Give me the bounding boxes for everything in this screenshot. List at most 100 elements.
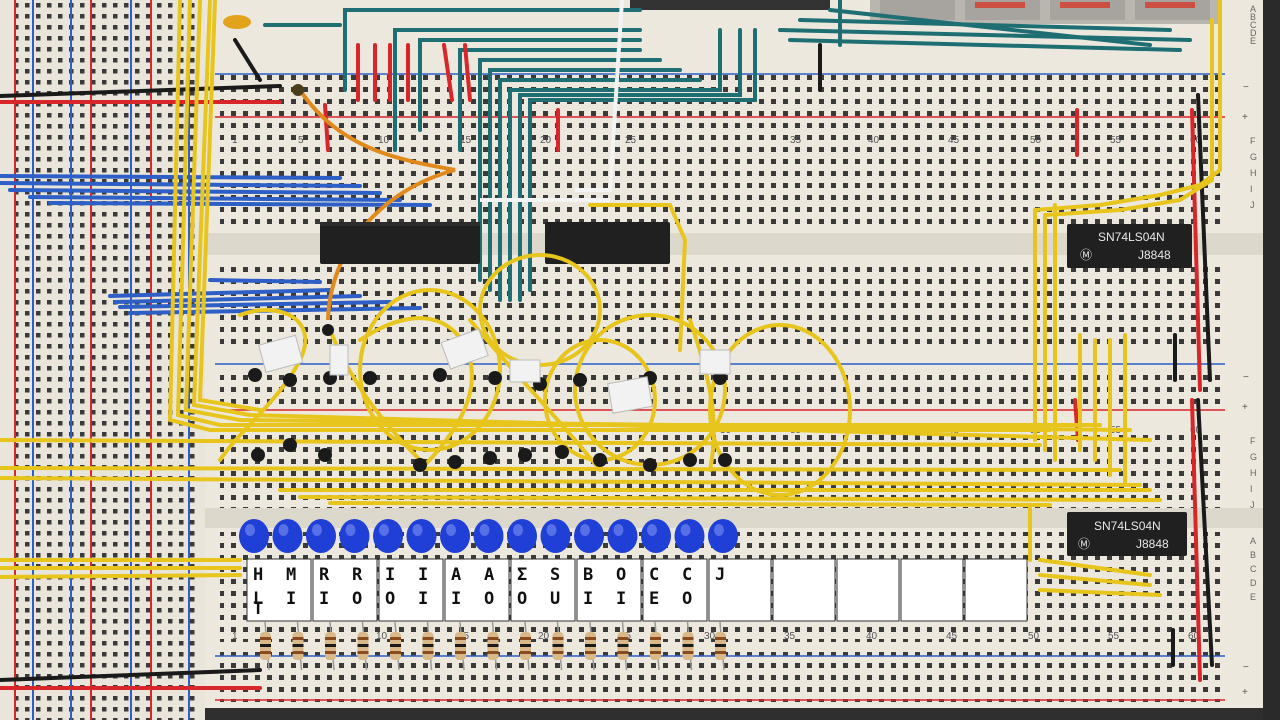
blue-led [440, 519, 470, 553]
card-label-top: J [715, 565, 725, 585]
column-number: 30 [704, 631, 716, 642]
column-number: 20 [538, 631, 550, 642]
blue-led [272, 519, 303, 553]
blue-led [574, 519, 604, 553]
led-row [239, 519, 738, 553]
column-number: 40 [866, 631, 878, 642]
card-label-top: O [616, 565, 626, 585]
card-label-bottom: I [583, 589, 593, 609]
card-label-top: I [418, 565, 428, 585]
card-label-bottom: O [484, 589, 494, 609]
ic-left [320, 222, 480, 264]
blue-led [607, 519, 638, 553]
rail-plus-lower: + [1242, 687, 1248, 698]
card-label-top: R [352, 565, 363, 585]
column-number: 35 [790, 135, 802, 146]
resistor [390, 621, 401, 671]
card-label-top: C [649, 565, 659, 585]
control-card [772, 558, 836, 622]
row-letter: E [1250, 592, 1256, 602]
chip2-code: J8848 [1136, 537, 1169, 551]
resistor [357, 621, 369, 671]
resistor [487, 621, 499, 671]
chip1-logo: Ⓜ [1080, 248, 1092, 262]
card-label-extra: T [253, 599, 263, 619]
blue-led [674, 519, 705, 553]
column-number: 5 [298, 135, 304, 146]
row-letter: G [1250, 452, 1257, 462]
card-label-top: S [550, 565, 560, 585]
row-letter: C [1250, 564, 1257, 574]
chip1-code: J8848 [1138, 248, 1171, 262]
card-label-top: H [253, 565, 263, 585]
capacitor [223, 15, 251, 29]
row-letter: F [1250, 136, 1256, 146]
blue-led [406, 519, 437, 553]
resistor-row [260, 621, 726, 671]
card-label-top: C [682, 565, 692, 585]
resistor [682, 621, 694, 671]
card-label-bottom: I [451, 589, 461, 609]
blue-led [373, 519, 403, 553]
column-number: 45 [946, 631, 958, 642]
column-number: 1 [232, 135, 238, 146]
row-letter: B [1250, 12, 1256, 22]
card-label-top: Σ [517, 565, 527, 585]
ic-right-upper: SN74LS04N Ⓜ J8848 [1067, 224, 1192, 268]
resistor [455, 621, 466, 671]
column-number: 55 [1110, 135, 1122, 146]
rail-minus-lower: − [1243, 662, 1249, 673]
column-number: 1 [232, 631, 238, 642]
blue-led [239, 519, 269, 553]
card-label-bottom: I [418, 589, 428, 609]
left-breadboard [0, 0, 205, 720]
row-letter: G [1250, 152, 1257, 162]
column-number: 45 [948, 135, 960, 146]
column-number: 60 [1190, 425, 1202, 436]
row-letter: J [1250, 500, 1255, 510]
column-number: 50 [1030, 135, 1042, 146]
card-label-bottom: I [286, 589, 296, 609]
column-number: 60 [1188, 631, 1200, 642]
control-card [900, 558, 964, 622]
chip2-logo: Ⓜ [1078, 537, 1090, 551]
card-label-bottom: L [253, 589, 263, 609]
resistor [715, 621, 726, 671]
row-letter: D [1250, 28, 1257, 38]
card-label-top: B [583, 565, 593, 585]
card-label-bottom: O [517, 589, 527, 609]
row-letter: A [1250, 536, 1256, 546]
black-wires [0, 38, 1214, 682]
resistor [325, 621, 336, 671]
row-letter: D [1250, 578, 1257, 588]
chip1-part: SN74LS04N [1098, 230, 1165, 244]
resistor [260, 621, 271, 671]
card-label-bottom: U [550, 589, 560, 609]
red-jumpers [0, 43, 1202, 690]
teal-wires [263, 0, 1192, 302]
blue-led [540, 519, 571, 553]
wire-ends [248, 324, 732, 472]
row-letter: I [1250, 184, 1253, 194]
row-letter: F [1250, 436, 1256, 446]
card-label-top: I [385, 565, 395, 585]
row-letter: H [1250, 468, 1257, 478]
middle-rail [205, 355, 1263, 415]
resistor [585, 621, 596, 671]
resistor [422, 621, 434, 671]
column-number: 55 [1108, 631, 1120, 642]
resistor [292, 621, 304, 671]
row-letter: I [1250, 484, 1253, 494]
white-wire [480, 0, 624, 202]
blue-led [507, 519, 537, 553]
yellow-wires [0, 0, 1222, 597]
resistor [520, 621, 531, 671]
blue-led [708, 519, 738, 553]
